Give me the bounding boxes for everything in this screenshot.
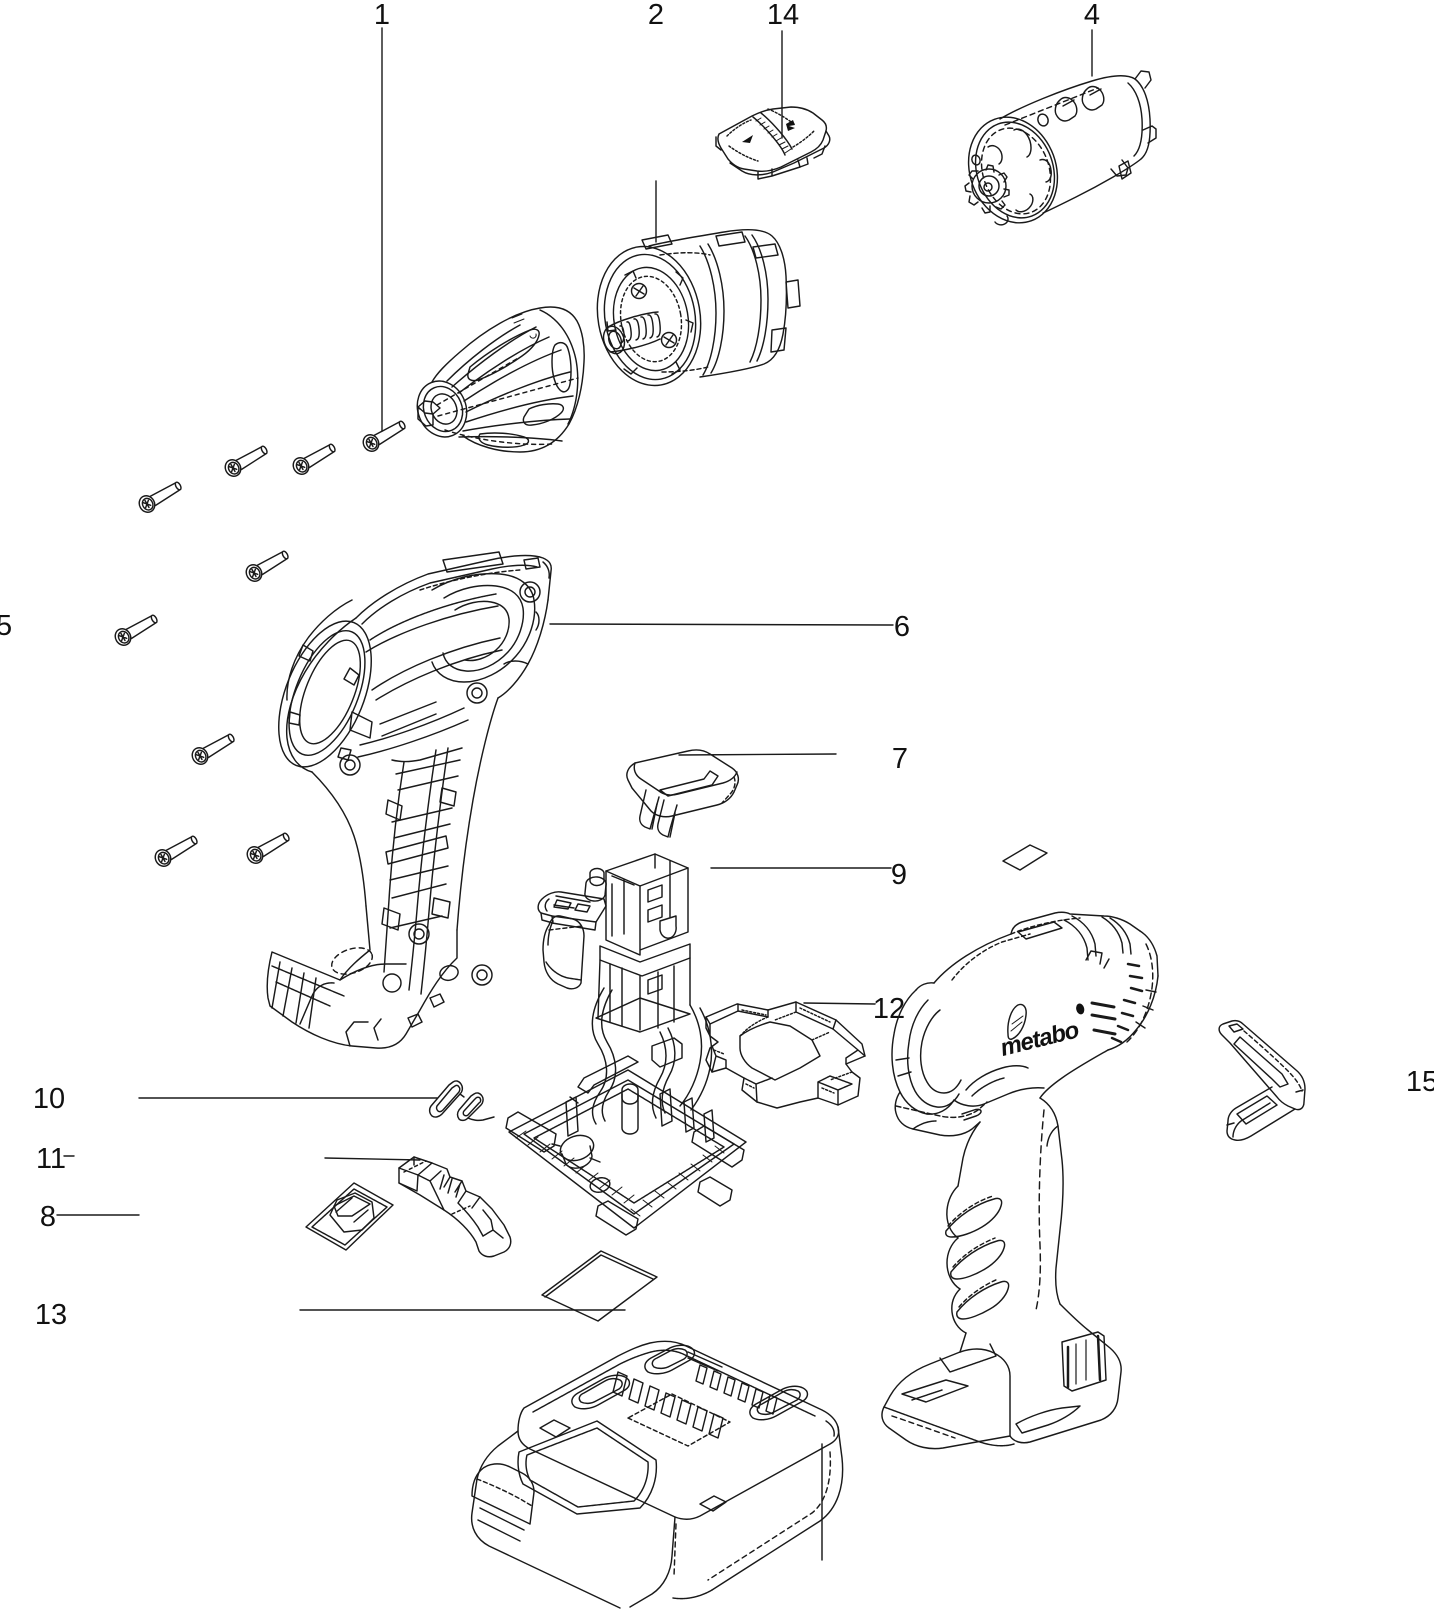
svg-text:2: 2: [648, 0, 664, 31]
svg-text:7: 7: [892, 743, 908, 775]
svg-text:10: 10: [33, 1083, 65, 1115]
svg-text:12: 12: [873, 993, 905, 1025]
svg-text:1: 1: [374, 0, 390, 31]
svg-text:15: 15: [1406, 1066, 1434, 1098]
svg-text:13: 13: [35, 1299, 67, 1331]
svg-text:5: 5: [0, 610, 12, 642]
svg-text:9: 9: [891, 859, 907, 891]
svg-text:14: 14: [767, 0, 799, 31]
svg-text:11: 11: [36, 1143, 66, 1175]
svg-text:6: 6: [894, 611, 910, 643]
svg-text:8: 8: [40, 1201, 56, 1233]
svg-text:4: 4: [1084, 0, 1100, 31]
